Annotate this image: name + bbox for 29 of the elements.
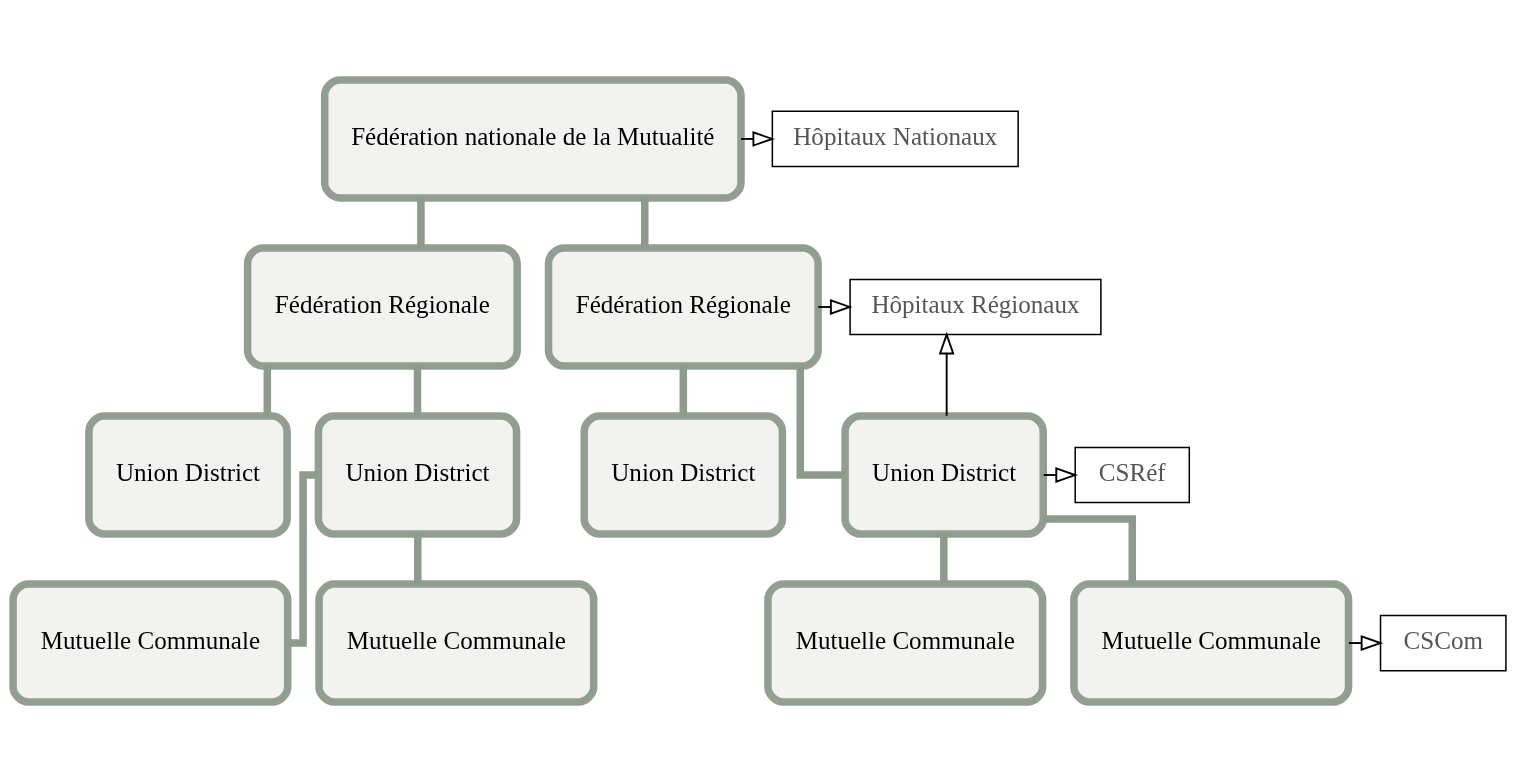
node-box: Union District [841, 412, 1047, 538]
connector [414, 534, 422, 584]
connector [796, 366, 845, 479]
node-box: Fédération nationale de la Mutualité [320, 76, 745, 202]
arrow [1347, 635, 1384, 651]
connector [679, 366, 688, 416]
node-box: Hôpitaux Nationaux [771, 110, 1019, 168]
connector [1043, 515, 1136, 584]
connector [413, 366, 422, 416]
connector [417, 198, 425, 248]
node-box: Union District [314, 412, 521, 538]
connector [940, 534, 948, 584]
node-box: Mutuelle Communale [315, 580, 598, 706]
arrow [817, 299, 853, 315]
node-box: Hôpitaux Régionaux [849, 278, 1102, 336]
node-box: CSRéf [1074, 446, 1191, 504]
arrow [1042, 467, 1078, 483]
node-box: Mutuelle Communale [9, 580, 292, 706]
arrow [740, 131, 776, 147]
connector [641, 198, 649, 248]
node-box: Union District [580, 412, 787, 538]
node-box: Fédération Régionale [544, 244, 822, 370]
node-box: Mutuelle Communale [764, 580, 1047, 706]
node-box: Mutuelle Communale [1070, 580, 1353, 706]
connector [263, 366, 272, 416]
node-box: CSCom [1379, 614, 1507, 672]
node-box: Fédération Régionale [243, 244, 521, 370]
arrow [938, 331, 955, 417]
node-box: Union District [85, 412, 291, 538]
